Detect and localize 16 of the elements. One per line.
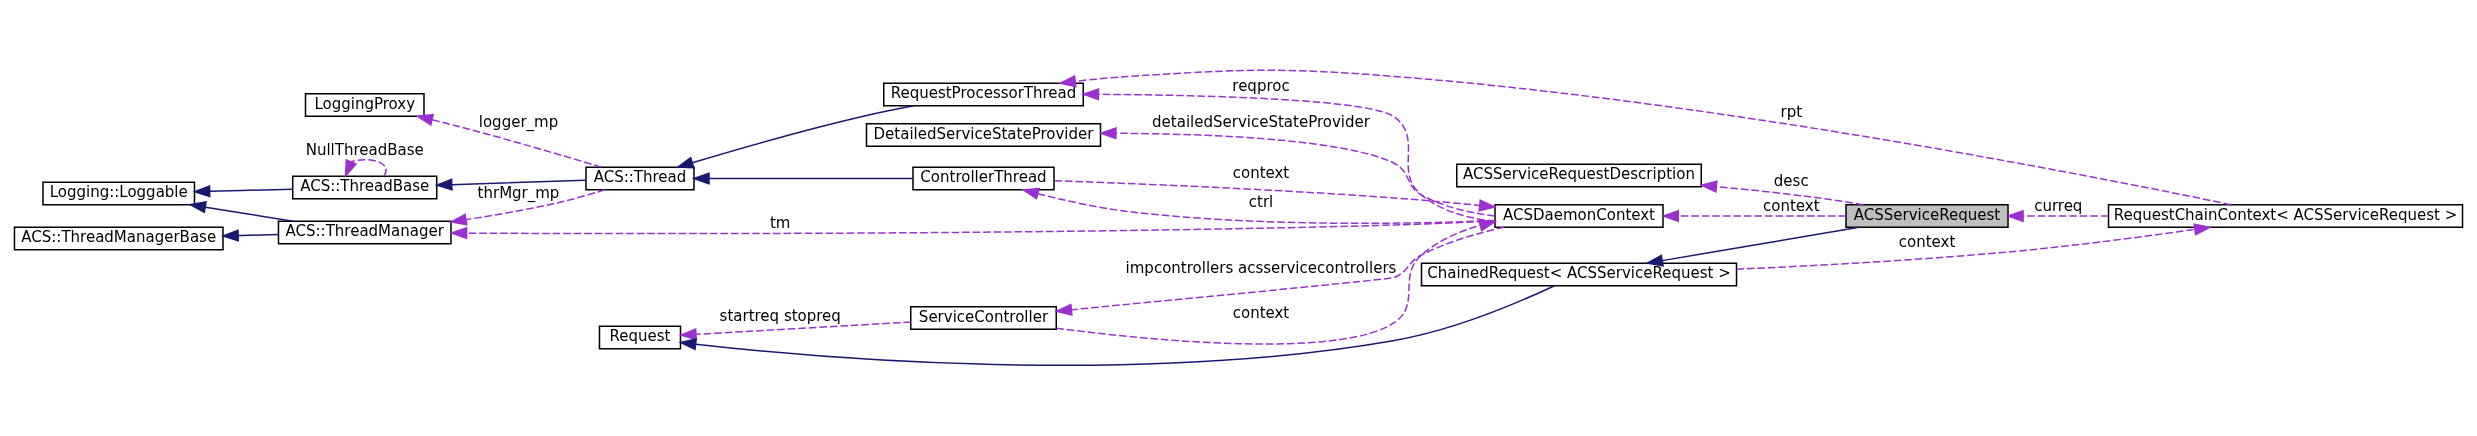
edge-label: curreq: [2034, 197, 2083, 216]
edge-label: startreq stopreq: [719, 306, 841, 325]
edge-label: context: [1232, 303, 1290, 322]
edge-label: logger_mp: [478, 113, 559, 132]
edge-label: context: [1898, 233, 1956, 252]
edge-label: thrMgr_mp: [477, 183, 560, 202]
edge-label: context: [1232, 164, 1290, 183]
edge-label: reqproc: [1232, 77, 1290, 96]
edge-label: tm: [769, 213, 791, 232]
edge-label: rpt: [1780, 102, 1803, 121]
edge-label: desc: [1773, 171, 1809, 190]
edge-label: ctrl: [1248, 192, 1274, 211]
edge-label: detailedServiceStateProvider: [1152, 113, 1370, 132]
edge-label: impcontrollers acsservicecontrollers: [1125, 258, 1397, 277]
edge-label: NullThreadBase: [305, 141, 424, 160]
edge-label: context: [1762, 197, 1820, 216]
